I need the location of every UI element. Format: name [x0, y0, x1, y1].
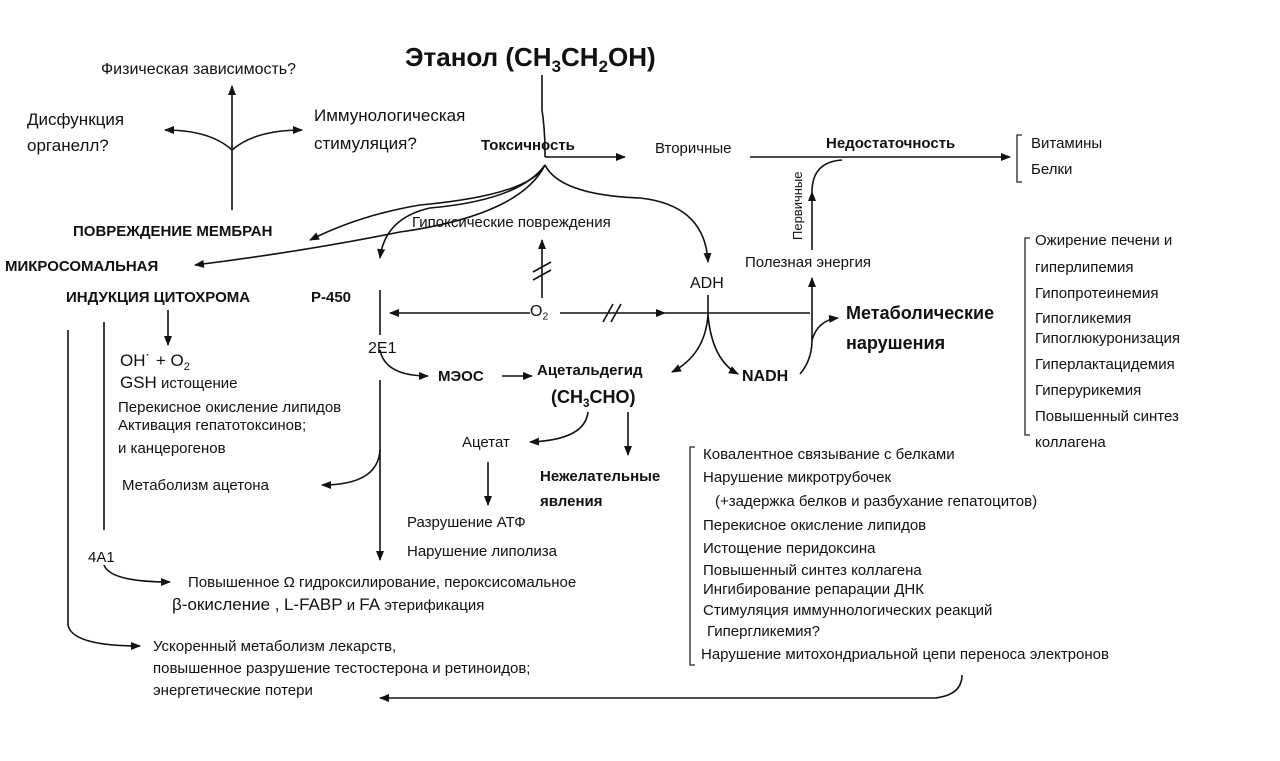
right-item-1: Ковалентное связывание с белками [703, 446, 955, 463]
right-item-5: Истощение перидоксина [703, 540, 876, 557]
hypoxic-damage-label: Гипоксические повреждения [412, 214, 611, 231]
immuno-label-1: Иммунологическая [314, 106, 466, 125]
metabolic-item-4: Гипогликемия [1035, 310, 1132, 327]
arrow-to-acetone [321, 449, 381, 489]
metabolic-item-5: Гипоглюкуронизация [1035, 330, 1180, 347]
a41-label: 4A1 [88, 549, 115, 566]
arrow-to-metabolic [811, 314, 839, 341]
carcinogens-label: и канцерогенов [118, 440, 226, 457]
organelle-dysfunction-label-2: органелл? [27, 136, 109, 155]
membrane-damage-label: ПОВРЕЖДЕНИЕ МЕМБРАН [73, 223, 273, 240]
arrow-to-acetate [529, 411, 589, 446]
lipolysis-label: Нарушение липолиза [407, 543, 558, 560]
arrow-to-2e1 [377, 164, 546, 259]
bottom-line-1: Ускоренный метаболизм лекарств, [153, 638, 397, 655]
nadh-label: NADH [742, 368, 789, 385]
adverse-label-2: явления [540, 493, 603, 510]
right-item-10: Нарушение митохондриальной цепи переноса… [701, 646, 1109, 663]
nadh-line [799, 339, 813, 375]
physical-dependence-label: Физическая зависимость? [101, 61, 297, 78]
omega-line-2: β-окисление , L-FABP и FA этерификация [172, 595, 485, 614]
arrow-to-organelle [164, 126, 233, 151]
primary-label: Первичные [790, 171, 805, 241]
primary-curve [811, 159, 843, 193]
arrow-return [379, 674, 963, 702]
metabolic-item-3: Гипопротеинемия [1035, 285, 1159, 302]
deficiency-label: Недостаточность [826, 135, 956, 152]
e1-label: 2E1 [368, 340, 397, 357]
metabolic-item-1: Ожирение печени и [1035, 232, 1173, 249]
ethanol-title: Этанол (CH3CH2OH) [405, 42, 656, 76]
gsh-label: GSH истощение [120, 373, 238, 392]
metabolic-item-9: коллагена [1035, 434, 1106, 451]
useful-energy-label: Полезная энергия [745, 254, 871, 271]
right-item-6: Повышенный синтез коллагена [703, 562, 922, 579]
acetaldehyde-label: Ацетальдегид [537, 362, 643, 379]
vitamins-label: Витамины [1031, 135, 1103, 152]
metabolic-item-8: Повышенный синтез [1035, 408, 1179, 425]
arrow-to-immuno [231, 126, 303, 151]
right-item-3: (+задержка белков и разбухание гепатоцит… [715, 493, 1038, 510]
arrow-2e1-to-meos [379, 349, 429, 380]
bracket-metabolic [1024, 237, 1030, 436]
acetate-label: Ацетат [462, 434, 510, 451]
acetone-label: Метаболизм ацетона [122, 477, 269, 494]
p450-label: P-450 [311, 289, 352, 306]
arrow-adh-to-nadh [707, 314, 739, 375]
oh-o2-label: OH˙ + O2 [120, 351, 190, 373]
induction-label: ИНДУКЦИЯ ЦИТОХРОМА [66, 289, 251, 306]
right-item-7: Ингибирование репарации ДНК [703, 581, 924, 598]
acetaldehyde-formula: (CH3CHO) [551, 387, 636, 411]
meos-label: МЭОС [438, 368, 484, 385]
metabolic-item-7: Гиперурикемия [1035, 382, 1142, 399]
atp-label: Разрушение АТФ [407, 514, 526, 531]
bottom-line-3: энергетические потери [153, 682, 313, 699]
bracket-deficiency [1016, 134, 1022, 183]
right-item-8: Стимуляция иммуннологических реакций [703, 602, 993, 619]
immuno-label-2: стимуляция? [314, 134, 417, 153]
adverse-label-1: Нежелательные [540, 468, 661, 485]
adh-label: ADH [690, 275, 724, 292]
proteins-label: Белки [1031, 161, 1073, 178]
bracket-right-list [689, 446, 695, 666]
arrow-4a1 [103, 564, 171, 586]
omega-line-1: Повышенное Ω гидроксилирование, пероксис… [188, 574, 577, 591]
bottom-line-2: повышенное разрушение тестостерона и рет… [153, 660, 531, 677]
metabolic-item-6: Гиперлактацидемия [1035, 356, 1175, 373]
right-item-2: Нарушение микротрубочек [703, 469, 892, 486]
metabolic-label-2: нарушения [846, 333, 946, 353]
right-item-9: Гипергликемия? [707, 623, 820, 640]
arrow-adh-to-acetaldehyde [671, 314, 709, 373]
left-line-2 [67, 330, 141, 650]
toxicity-label: Токсичность [481, 137, 575, 154]
metabolic-label-1: Метаболические [846, 303, 995, 323]
hepatotoxin-label: Активация гепатотоксинов; [118, 417, 307, 434]
arrow-to-adh [544, 164, 712, 263]
secondary-label: Вторичные [655, 140, 732, 157]
organelle-dysfunction-label-1: Дисфункция [27, 110, 125, 129]
right-item-4: Перекисное окисление липидов [703, 517, 927, 534]
lipid-perox-left: Перекисное окисление липидов [118, 399, 342, 416]
microsomal-label: МИКРОСОМАЛЬНАЯ [5, 258, 159, 275]
metabolic-item-2: гиперлипемия [1035, 259, 1134, 276]
ethanol-stem [541, 75, 546, 157]
arrow-to-microsomal [194, 164, 546, 268]
o2-label: O2 [530, 303, 549, 323]
